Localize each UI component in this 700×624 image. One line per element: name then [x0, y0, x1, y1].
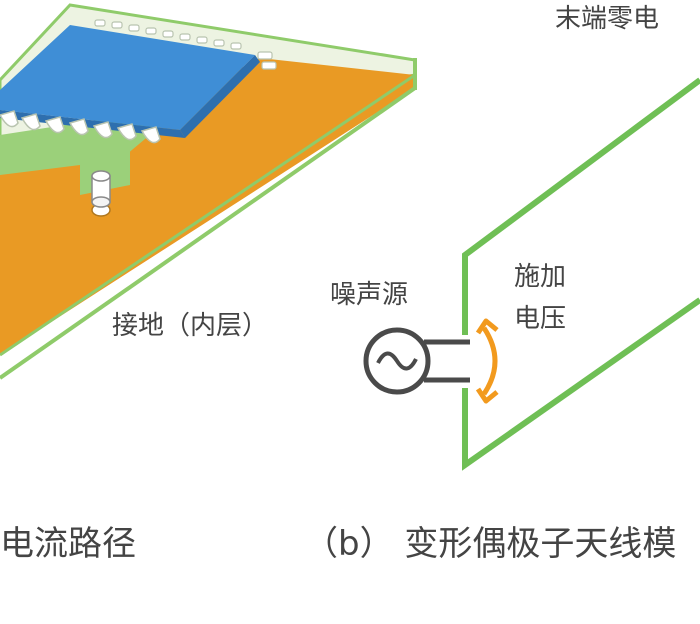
ic-chip-icon	[0, 19, 277, 144]
label-end-zero: 末端零电	[555, 4, 660, 34]
chip-front	[0, 110, 185, 138]
via-icon	[91, 170, 111, 217]
ac-source-icon	[363, 327, 470, 395]
pcb-edge-mid	[0, 73, 416, 357]
label-apply-voltage-line1: 施加	[514, 262, 567, 292]
caption-right: （b） 变形偶极子天线模	[304, 524, 677, 564]
chip-pins-back	[94, 19, 242, 50]
label-apply-voltage-line2: 电压	[514, 304, 567, 334]
chip-side	[180, 55, 260, 138]
antenna-lower-arm	[462, 297, 700, 471]
chip-pins-front	[0, 110, 161, 144]
pcb-edge-bottom	[0, 86, 417, 380]
dipole-antenna	[462, 77, 700, 471]
voltage-arrow-icon	[475, 318, 499, 404]
chip-pins-right	[257, 51, 277, 70]
label-ground-inner: 接地（内层）	[112, 311, 269, 341]
caption-left: 电流路径	[0, 524, 136, 564]
antenna-upper-arm	[462, 77, 700, 335]
pcb-copper-layer	[0, 58, 415, 355]
label-noise-source: 噪声源	[330, 280, 409, 310]
chip-top	[0, 25, 255, 130]
